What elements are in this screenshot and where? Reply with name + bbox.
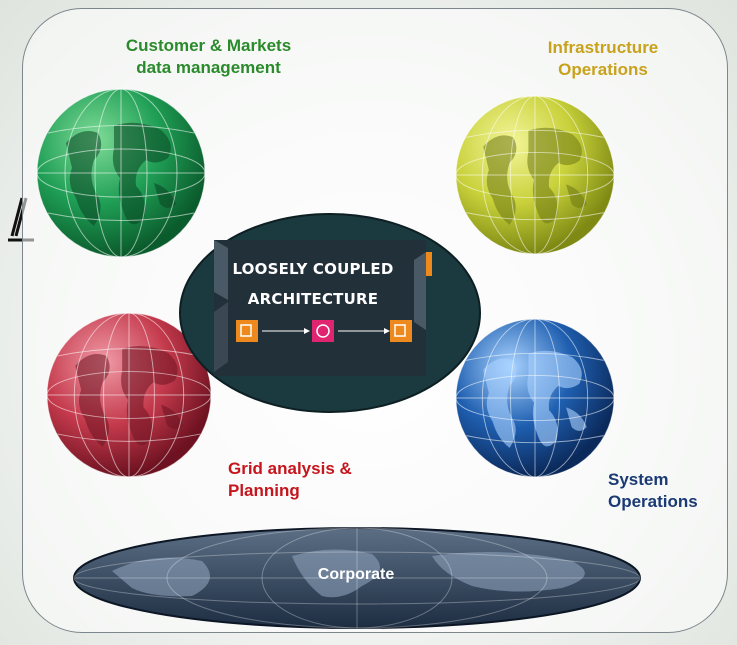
red-globe-icon <box>46 312 212 478</box>
infrastructure-operations-label: Infrastructure Operations <box>547 38 659 79</box>
customer-markets-label: Customer & Markets data management <box>125 36 292 77</box>
grid-analysis-label: Grid analysis & Planning <box>228 459 352 500</box>
core-title: LOOSELY COUPLED ARCHITECTURE <box>232 260 394 308</box>
green-globe-icon <box>36 88 206 258</box>
corporate-label: Corporate <box>317 566 395 583</box>
corporate-flat-map <box>73 527 641 629</box>
loosely-coupled-architecture-core <box>179 213 481 413</box>
node-left-icon <box>236 320 258 342</box>
yellow-globe-icon <box>455 95 615 255</box>
system-operations-label: System Operations <box>608 470 698 511</box>
blue-globe-icon <box>455 318 615 478</box>
